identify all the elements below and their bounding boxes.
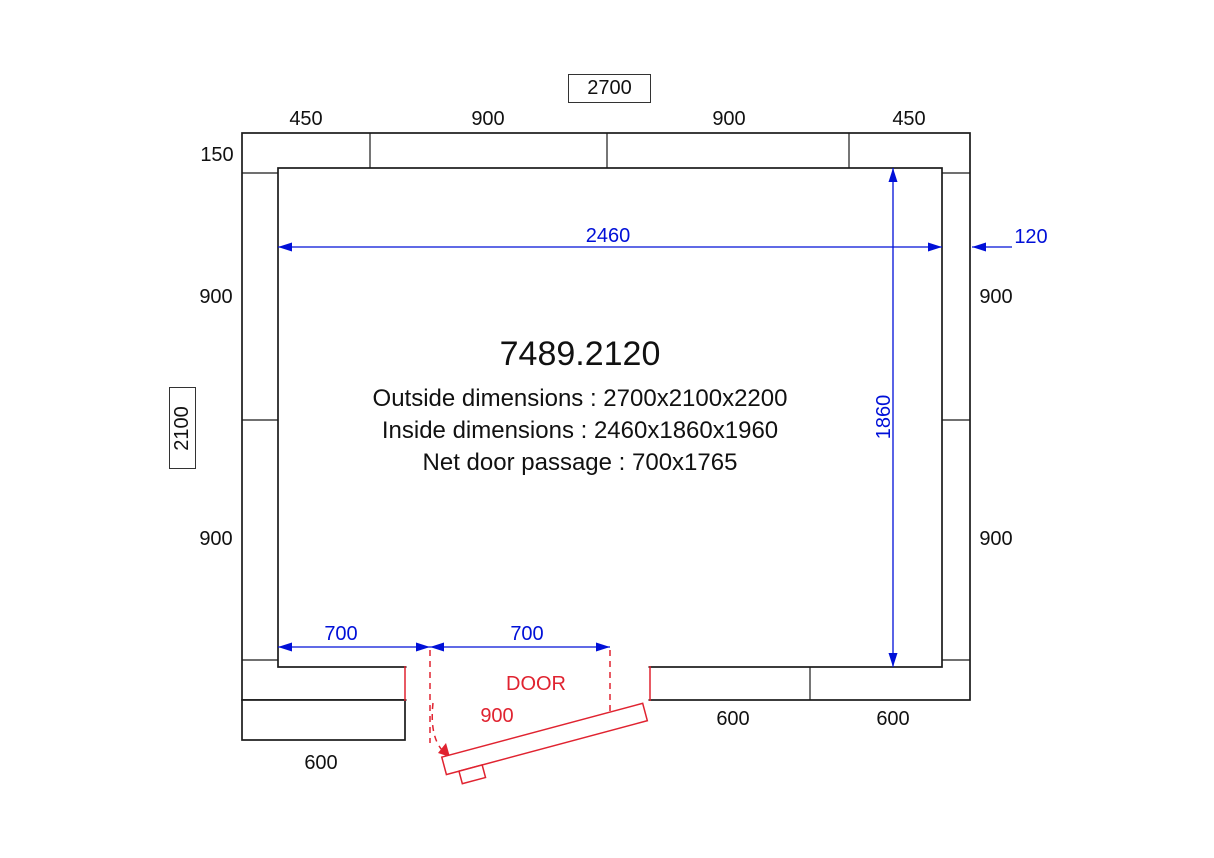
top-dim-450-right: 450	[892, 108, 926, 130]
top-dim-450-left: 450	[289, 108, 323, 130]
inside-depth-label: 1860	[873, 394, 895, 440]
door-swing	[404, 650, 651, 785]
bottom-dim-600-left: 600	[716, 708, 750, 730]
inside-dimensions: Inside dimensions : 2460x1860x1960	[381, 417, 779, 444]
left-dim-150: 150	[200, 144, 234, 166]
panel-joints	[242, 133, 970, 700]
door-passage-label: 700	[510, 623, 544, 645]
wall-outlines	[241, 132, 971, 701]
wall-thickness-label: 120	[1014, 226, 1048, 248]
bottom-dim-600-right: 600	[876, 708, 910, 730]
door-leaf	[440, 702, 649, 785]
overall-depth-box: 2100	[169, 387, 196, 469]
right-dim-900-top: 900	[979, 286, 1013, 308]
top-dim-900-left: 900	[471, 108, 505, 130]
door-opening	[406, 665, 649, 703]
inside-dimension-lines	[278, 168, 1012, 667]
left-dim-900-bot: 900	[199, 528, 233, 550]
overall-depth-label: 2100	[171, 405, 193, 451]
door-width-label: 900	[480, 705, 514, 727]
door-offset-label: 700	[324, 623, 358, 645]
overall-width-box: 2700	[568, 74, 651, 103]
outside-dimensions: Outside dimensions : 2700x2100x2200	[372, 385, 788, 412]
right-dim-900-bot: 900	[979, 528, 1013, 550]
inside-width-label: 2460	[585, 225, 631, 247]
bottom-left-dim-600: 600	[304, 752, 338, 774]
top-dim-900-right: 900	[712, 108, 746, 130]
title-block: 7489.2120 Outside dimensions : 2700x2100…	[373, 334, 788, 479]
left-dim-900-top: 900	[199, 286, 233, 308]
bottom-left-panel	[241, 699, 406, 741]
net-door-passage: Net door passage : 700x1765	[422, 449, 738, 476]
door-label: DOOR	[506, 673, 566, 695]
model-number: 7489.2120	[499, 335, 661, 373]
